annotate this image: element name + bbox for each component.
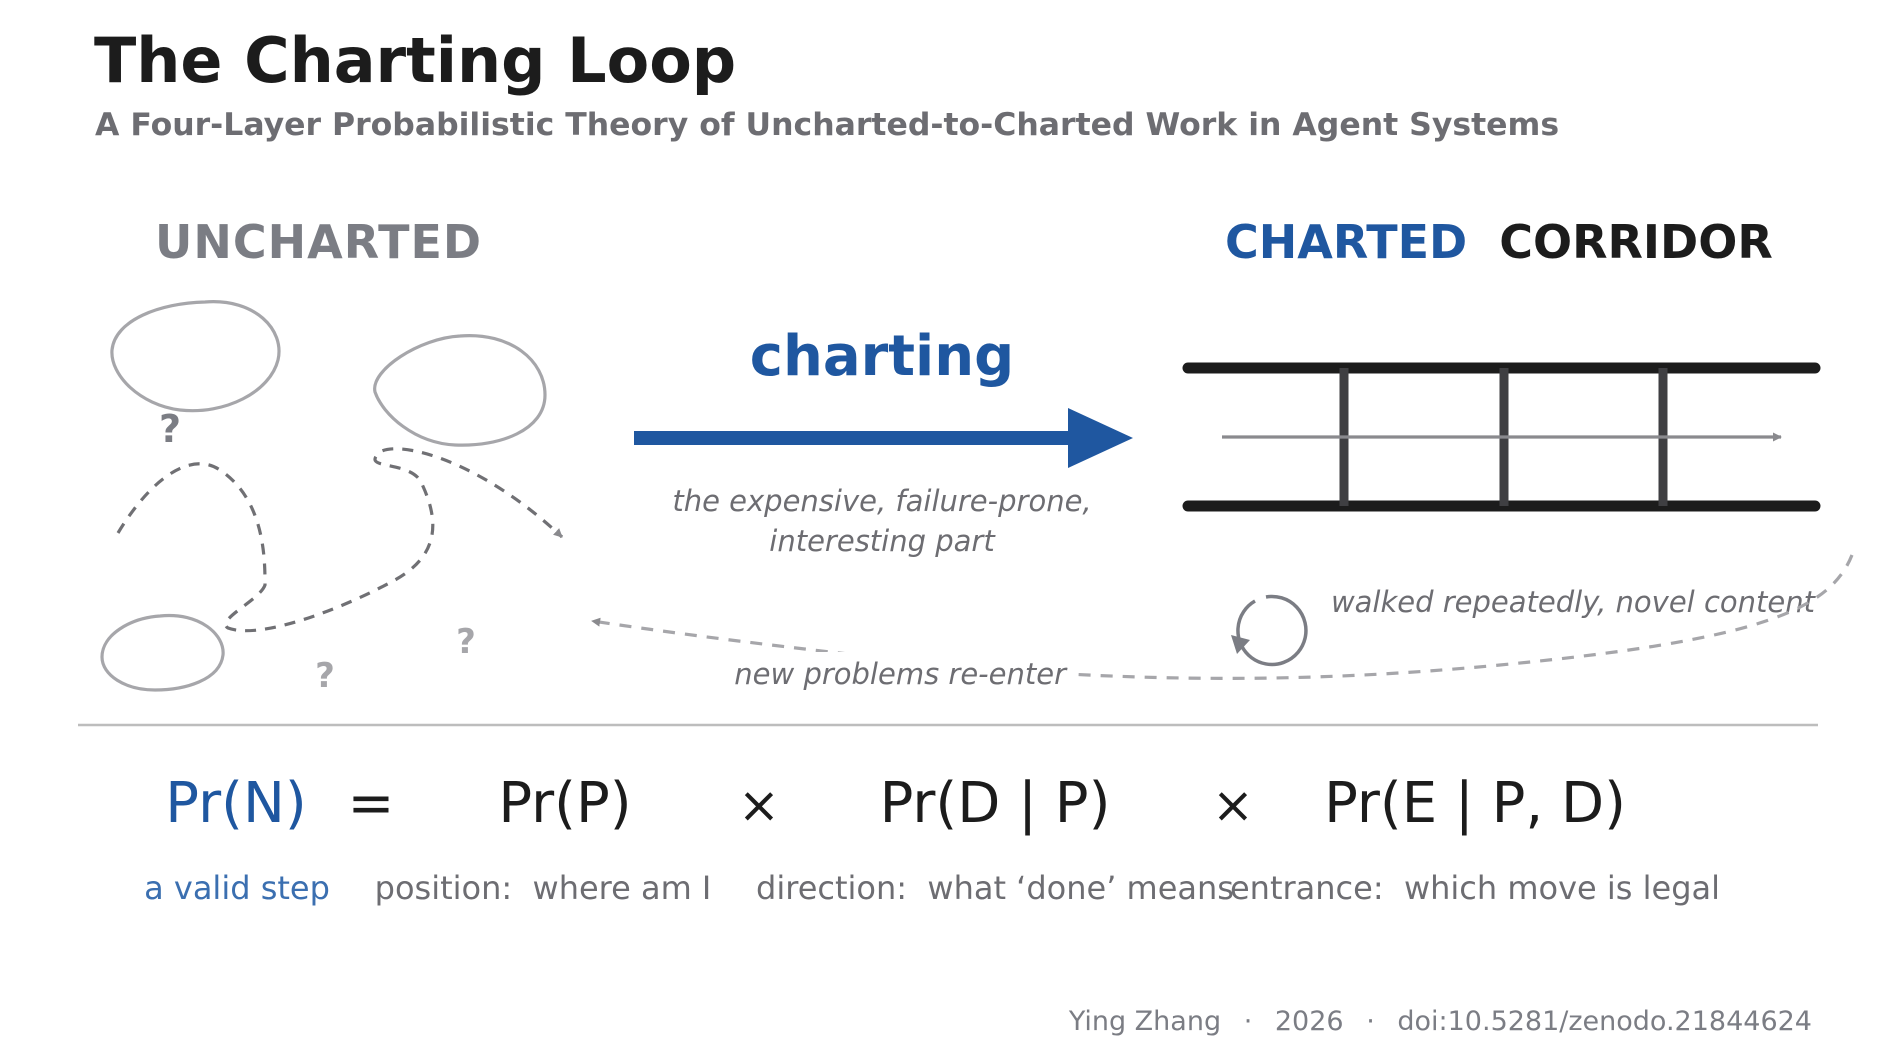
footer-sep-1: · — [1244, 1006, 1253, 1037]
circular-arrow-icon — [1231, 594, 1308, 667]
question-mark-1: ? — [159, 407, 181, 451]
desc-position: position: where am I — [375, 869, 712, 907]
equation-equals: = — [348, 771, 395, 836]
reenter-return-path — [591, 554, 1854, 680]
equation-times-1: × — [738, 776, 780, 834]
reenter-note: new problems re-enter — [734, 657, 1068, 691]
page-subtitle: A Four-Layer Probabilistic Theory of Unc… — [95, 107, 1559, 143]
page-title: The Charting Loop — [94, 24, 736, 97]
charting-arrow-shaft — [634, 431, 1074, 445]
footer-citation: Ying Zhang · 2026 · doi:10.5281/zenodo.2… — [1068, 1006, 1812, 1037]
charting-label: charting — [750, 324, 1014, 389]
corridor — [1182, 362, 1821, 512]
uncharted-blob-top-left — [110, 300, 281, 413]
equation-term-direction: Pr(D | P) — [880, 771, 1111, 836]
desc-direction: direction: what ‘done’ means — [756, 869, 1234, 907]
footer-year: 2026 — [1275, 1006, 1344, 1037]
equation-lhs: Pr(N) — [165, 771, 306, 836]
footer-author: Ying Zhang — [1068, 1006, 1221, 1037]
uncharted-blob-bottom-left — [100, 613, 225, 692]
question-mark-2: ? — [456, 622, 476, 662]
equation-term-position: Pr(P) — [498, 771, 631, 836]
footer-sep-2: · — [1366, 1006, 1375, 1037]
equation-times-2: × — [1212, 776, 1254, 834]
footer-doi: doi:10.5281/zenodo.21844624 — [1397, 1006, 1812, 1037]
charting-arrow-head — [1068, 408, 1133, 468]
charting-caption-line-2: interesting part — [769, 524, 996, 558]
question-mark-3: ? — [315, 656, 335, 696]
corridor-label-accent: CHARTED — [1225, 215, 1467, 269]
desc-entrance: entrance: which move is legal — [1230, 869, 1720, 907]
uncharted-blob-top-middle — [373, 334, 547, 447]
charting-caption-line-1: the expensive, failure-prone, — [672, 484, 1091, 518]
equation-term-entrance: Pr(E | P, D) — [1324, 771, 1626, 836]
desc-valid-step: a valid step — [144, 869, 330, 907]
corridor-label-rest: CORRIDOR — [1499, 215, 1773, 269]
uncharted-wandering-path — [116, 447, 564, 633]
uncharted-label: UNCHARTED — [155, 215, 482, 269]
walked-repeatedly-note: walked repeatedly, novel content — [1331, 585, 1817, 619]
corridor-label: CHARTED CORRIDOR — [1225, 215, 1773, 269]
reenter-note-backdrop — [732, 652, 1070, 692]
